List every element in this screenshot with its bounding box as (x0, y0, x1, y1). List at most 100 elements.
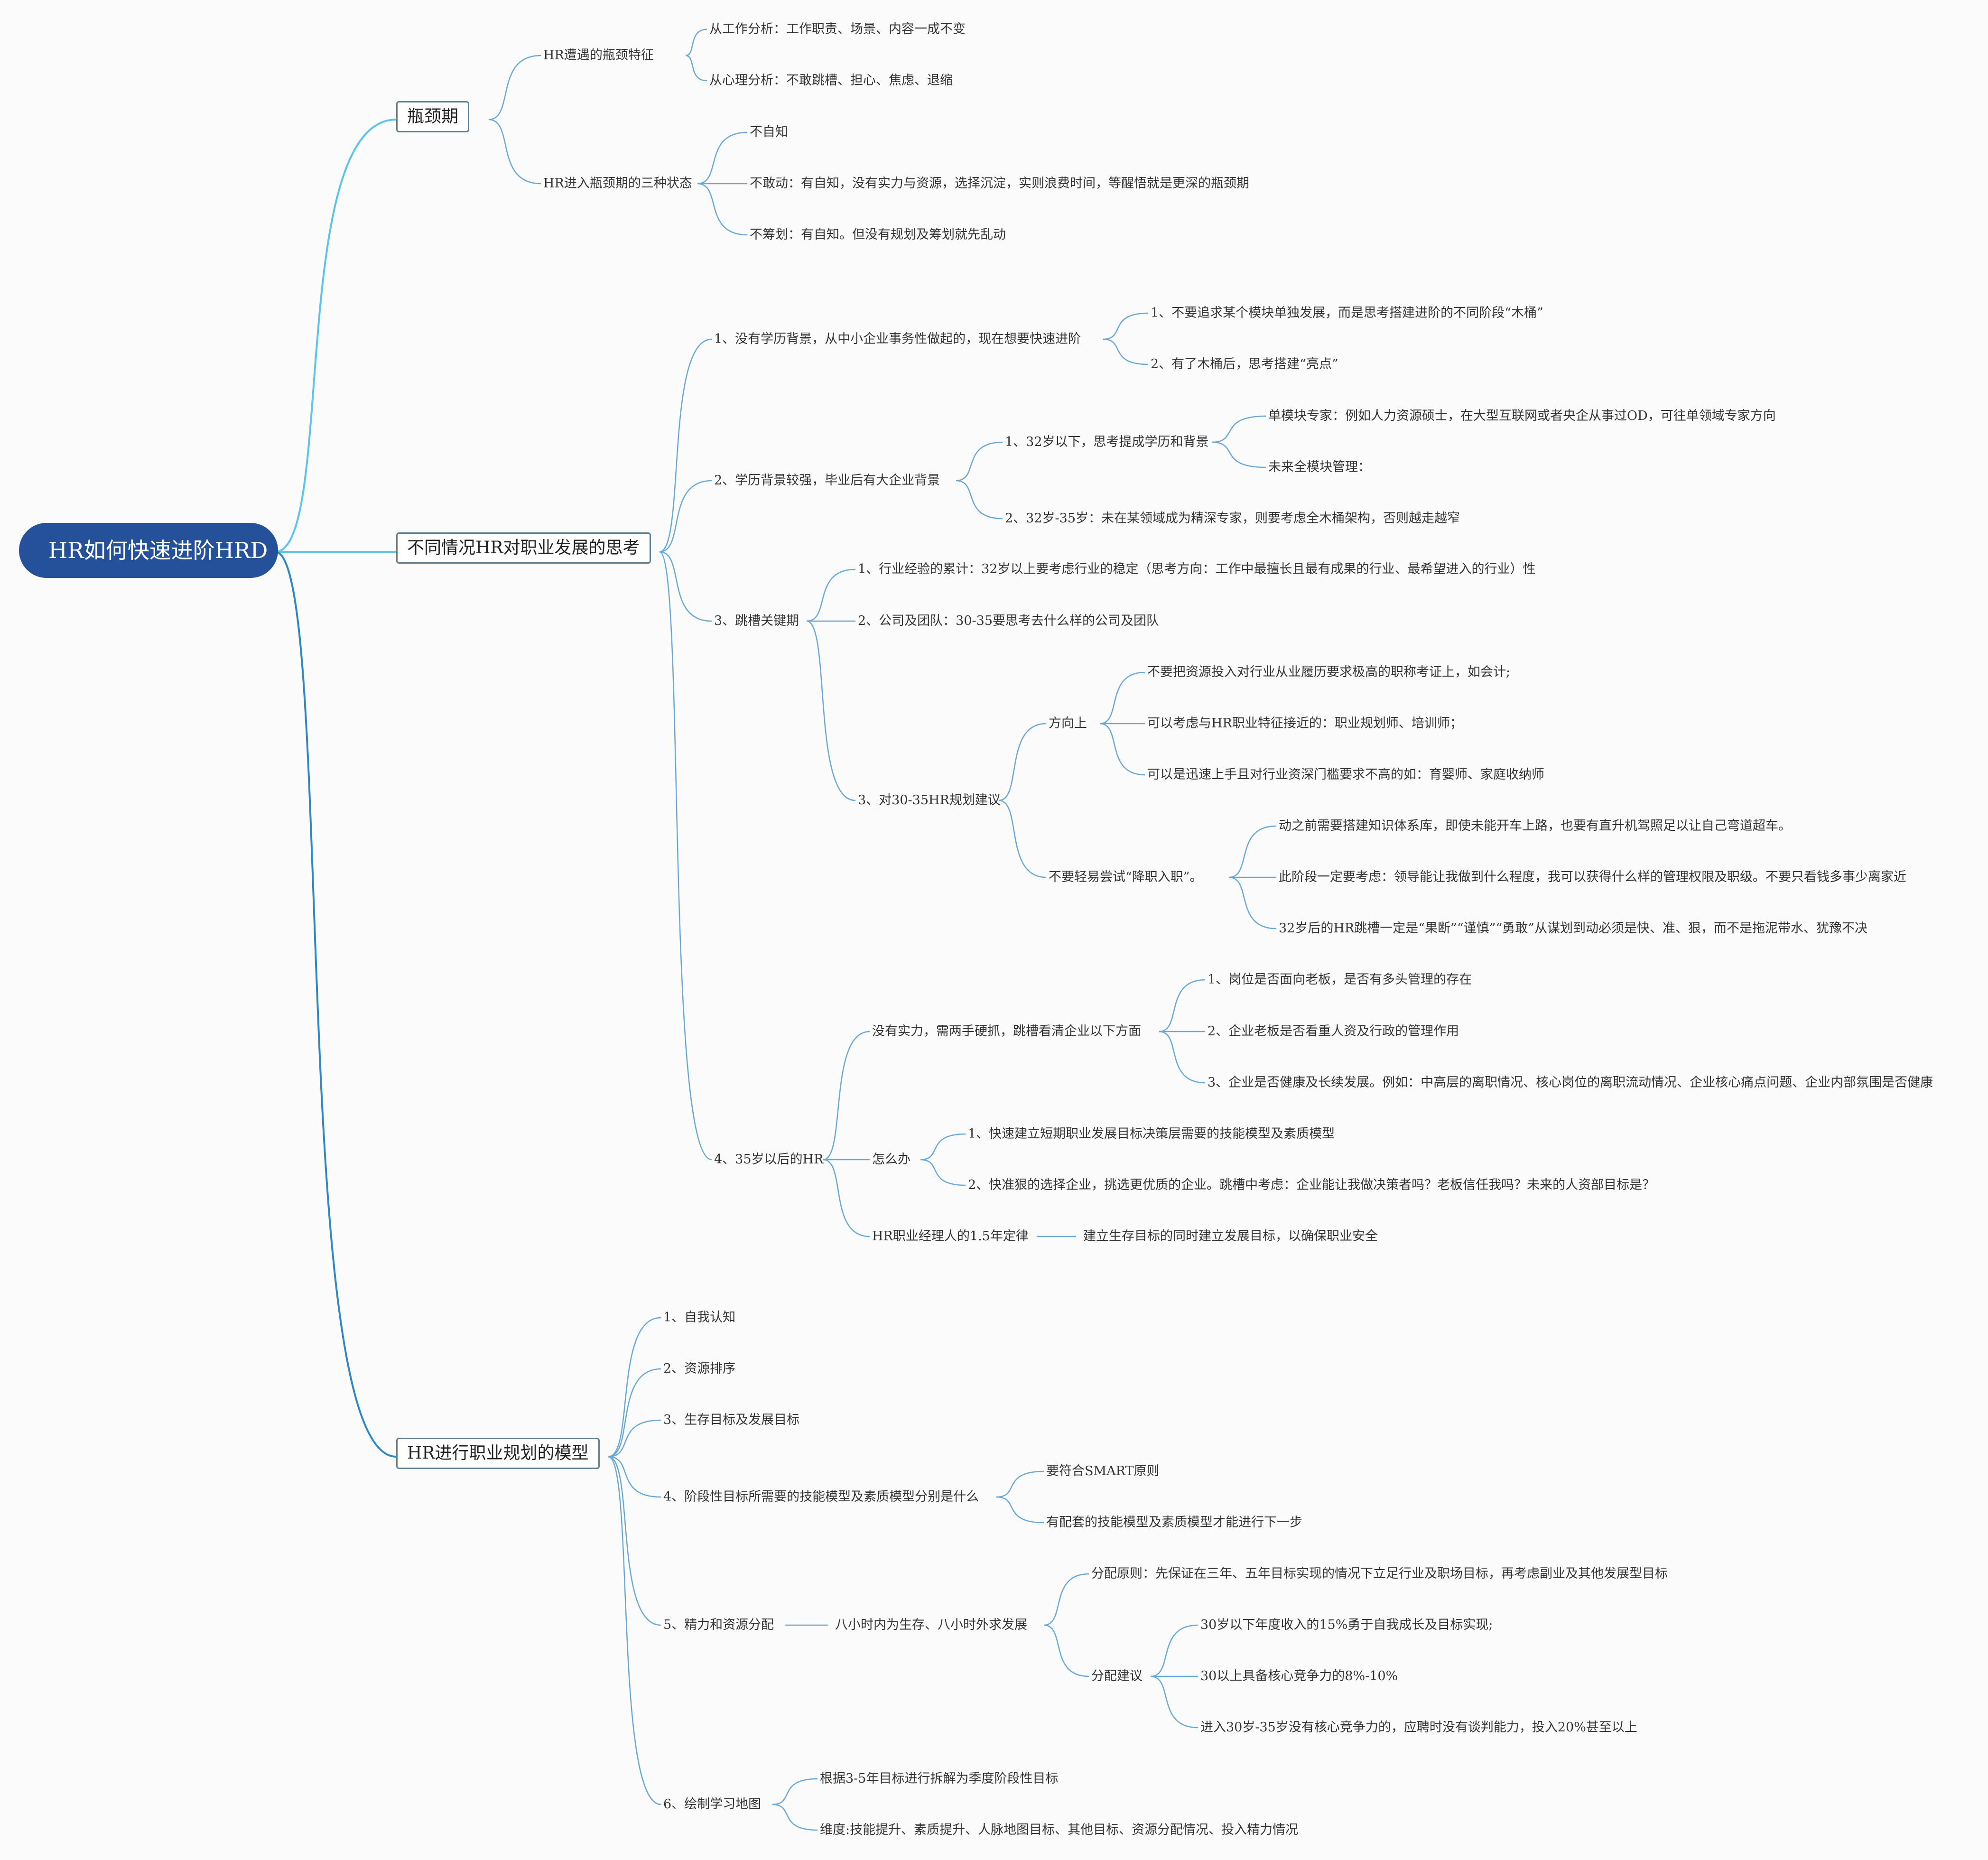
leaf[interactable]: 可以是迅速上手且对行业资深门槛要求不高的如：育婴师、家庭收纳师 (1147, 767, 1544, 782)
connector (608, 1456, 661, 1498)
connector (685, 55, 707, 82)
node-energy-allocation[interactable]: 5、精力和资源分配 (663, 1618, 774, 1632)
node-job-hopping[interactable]: 3、跳槽关键期 (714, 614, 799, 628)
leaf[interactable]: 不自知 (750, 125, 788, 140)
leaf[interactable]: 2、公司及团队：30-35要思考去什么样的公司及团队 (858, 614, 1160, 628)
branch-career-thinking[interactable]: 不同情况HR对职业发展的思考 (396, 532, 651, 564)
leaf[interactable]: 32岁后的HR跳槽一定是“果断”“谨慎”“勇敢”从谋划到动必须是快、准、狠，而不… (1279, 921, 1868, 936)
connector (956, 480, 1003, 520)
connector (488, 119, 541, 185)
connector (1150, 1675, 1198, 1729)
connector (659, 480, 712, 553)
connector (608, 1456, 661, 1805)
connector (806, 620, 856, 801)
connector (996, 1496, 1044, 1524)
connector (659, 551, 712, 622)
leaf[interactable]: 根据3-5年目标进行拆解为季度阶段性目标 (820, 1771, 1059, 1786)
connector (1043, 1624, 1089, 1677)
connector (685, 28, 707, 56)
leaf[interactable]: 进入30岁-35岁没有核心竞争力的，应聘时没有谈判能力，投入20%甚至以上 (1200, 1720, 1637, 1735)
node-stage-models[interactable]: 4、阶段性目标所需要的技能模型及素质模型分别是什么 (663, 1489, 979, 1504)
leaf[interactable]: 单模块专家：例如人力资源硕士，在大型互联网或者央企从事过OD，可往单领域专家方向 (1268, 409, 1776, 423)
connector (1103, 338, 1149, 365)
connector (1212, 441, 1266, 468)
connector (956, 441, 1003, 482)
branch-bottleneck[interactable]: 瓶颈期 (396, 101, 470, 132)
leaf[interactable]: 3、企业是否健康及长续发展。例如：中高层的离职情况、核心岗位的离职流动情况、企业… (1208, 1075, 1933, 1090)
node-under-32[interactable]: 1、32岁以下，思考提成学历和背景 (1005, 435, 1209, 449)
connector (697, 131, 748, 185)
node-after-35[interactable]: 4、35岁以后的HR (714, 1152, 824, 1167)
connector (806, 568, 856, 622)
connector (1228, 825, 1277, 878)
connector (1159, 979, 1206, 1032)
leaf[interactable]: 要符合SMART原则 (1046, 1464, 1160, 1479)
leaf[interactable]: 30岁以下年度收入的15%勇于自我成长及目标实现; (1200, 1618, 1493, 1632)
connector (608, 1368, 661, 1458)
leaf[interactable]: 不敢动：有自知，没有实力与资源，选择沉淀，实则浪费时间，等醒悟就是更深的瓶颈期 (750, 176, 1249, 191)
connector (996, 1470, 1044, 1498)
connector (1228, 876, 1277, 930)
leaf[interactable]: 2、企业老板是否看重人资及行政的管理作用 (1208, 1024, 1459, 1039)
leaf[interactable]: 1、岗位是否面向老板，是否有多头管理的存在 (1208, 972, 1472, 987)
leaf[interactable]: 有配套的技能模型及素质模型才能进行下一步 (1046, 1515, 1302, 1530)
connector (659, 551, 712, 1161)
leaf[interactable]: 建立生存目标的同时建立发展目标，以确保职业安全 (1083, 1229, 1378, 1244)
leaf[interactable]: 从心理分析：不敢跳槽、担心、焦虑、退缩 (709, 73, 953, 88)
leaf[interactable]: 动之前需要搭建知识体系库，即使未能开车上路，也要有直升机驾照足以让自己弯道超车。 (1279, 818, 1791, 833)
node-30-35-advice[interactable]: 3、对30-35HR规划建议 (858, 793, 1001, 808)
leaf[interactable]: 1、不要追求某个模块单独发展，而是思考搭建进阶的不同阶段“木桶” (1151, 306, 1543, 320)
node-1-5-year-rule[interactable]: HR职业经理人的1.5年定律 (872, 1229, 1029, 1244)
leaf[interactable]: 维度:技能提升、素质提升、人脉地图目标、其他目标、资源分配情况、投入精力情况 (820, 1823, 1299, 1837)
leaf[interactable]: 不要把资源投入对行业从业履历要求极高的职称考证上，如会计; (1147, 665, 1511, 679)
node-three-states[interactable]: HR进入瓶颈期的三种状态 (543, 176, 692, 191)
leaf[interactable]: 30以上具备核心竞争力的8%-10% (1200, 1669, 1398, 1683)
node-what-to-do[interactable]: 怎么办 (872, 1152, 910, 1167)
leaf[interactable]: 未来全模块管理： (1268, 460, 1371, 474)
connector (920, 1133, 966, 1161)
node-allocation-advice[interactable]: 分配建议 (1091, 1669, 1143, 1683)
node-resource-ranking[interactable]: 2、资源排序 (663, 1361, 736, 1376)
node-self-awareness[interactable]: 1、自我认知 (663, 1310, 736, 1325)
connector (275, 551, 397, 1458)
connector (1099, 671, 1145, 725)
connector (488, 55, 541, 121)
leaf[interactable]: 2、有了木桶后，思考搭建“亮点” (1151, 357, 1338, 372)
connector (1159, 1031, 1206, 1084)
leaf[interactable]: 2、32岁-35岁：未在某领域成为精深专家，则要考虑全木桶架构，否则越走越窄 (1005, 511, 1460, 526)
connector (998, 800, 1047, 878)
leaf[interactable]: 不筹划：有自知。但没有规划及筹划就先乱动 (750, 227, 1006, 242)
connector (1212, 415, 1266, 443)
leaf[interactable]: 分配原则：先保证在三年、五年目标实现的情况下立足行业及职场目标，再考虑副业及其他… (1091, 1566, 1668, 1581)
node-learning-map[interactable]: 6、绘制学习地图 (663, 1797, 762, 1812)
leaf[interactable]: 1、快速建立短期职业发展目标决策层需要的技能模型及素质模型 (968, 1126, 1335, 1141)
connector (659, 338, 712, 553)
connector (920, 1159, 966, 1186)
connector (1150, 1624, 1198, 1677)
root-node[interactable]: HR如何快速进阶HRD (19, 523, 279, 578)
leaf[interactable]: 可以考虑与HR职业特征接近的：职业规划师、培训师； (1147, 716, 1463, 731)
branch-planning-model[interactable]: HR进行职业规划的模型 (396, 1438, 600, 1469)
leaf[interactable]: 1、行业经验的累计：32岁以上要考虑行业的稳定（思考方向：工作中最擅长且最有成果… (858, 562, 1536, 577)
leaf[interactable]: 此阶段一定要考虑：领导能让我做到什么程度，我可以获得什么样的管理权限及职级。不要… (1279, 870, 1906, 884)
connector (823, 1031, 870, 1161)
connector (608, 1317, 661, 1458)
node-no-degree[interactable]: 1、没有学历背景，从中小企业事务性做起的，现在想要快速进阶 (714, 332, 1081, 346)
leaf[interactable]: 从工作分析：工作职责、场景、内容一成不变 (709, 22, 966, 37)
connector (275, 119, 397, 553)
leaf[interactable]: 2、快准狠的选择企业，挑选更优质的企业。跳槽中考虑：企业能让我做决策者吗？老板信… (968, 1178, 1655, 1192)
connector (772, 1804, 818, 1831)
node-no-strength[interactable]: 没有实力，需两手硬抓，跳槽看清企业以下方面 (872, 1024, 1141, 1039)
node-strong-degree[interactable]: 2、学历背景较强，毕业后有大企业背景 (714, 473, 940, 488)
node-no-demotion[interactable]: 不要轻易尝试“降职入职”。 (1049, 870, 1203, 884)
connector (608, 1419, 661, 1458)
node-direction[interactable]: 方向上 (1049, 716, 1087, 731)
connector (1099, 723, 1145, 776)
node-goals[interactable]: 3、生存目标及发展目标 (663, 1413, 800, 1427)
connector (608, 1456, 661, 1626)
node-bottleneck-features[interactable]: HR遭遇的瓶颈特征 (543, 48, 654, 63)
connector (772, 1778, 818, 1805)
node-eight-hours[interactable]: 八小时内为生存、八小时外求发展 (835, 1618, 1027, 1632)
